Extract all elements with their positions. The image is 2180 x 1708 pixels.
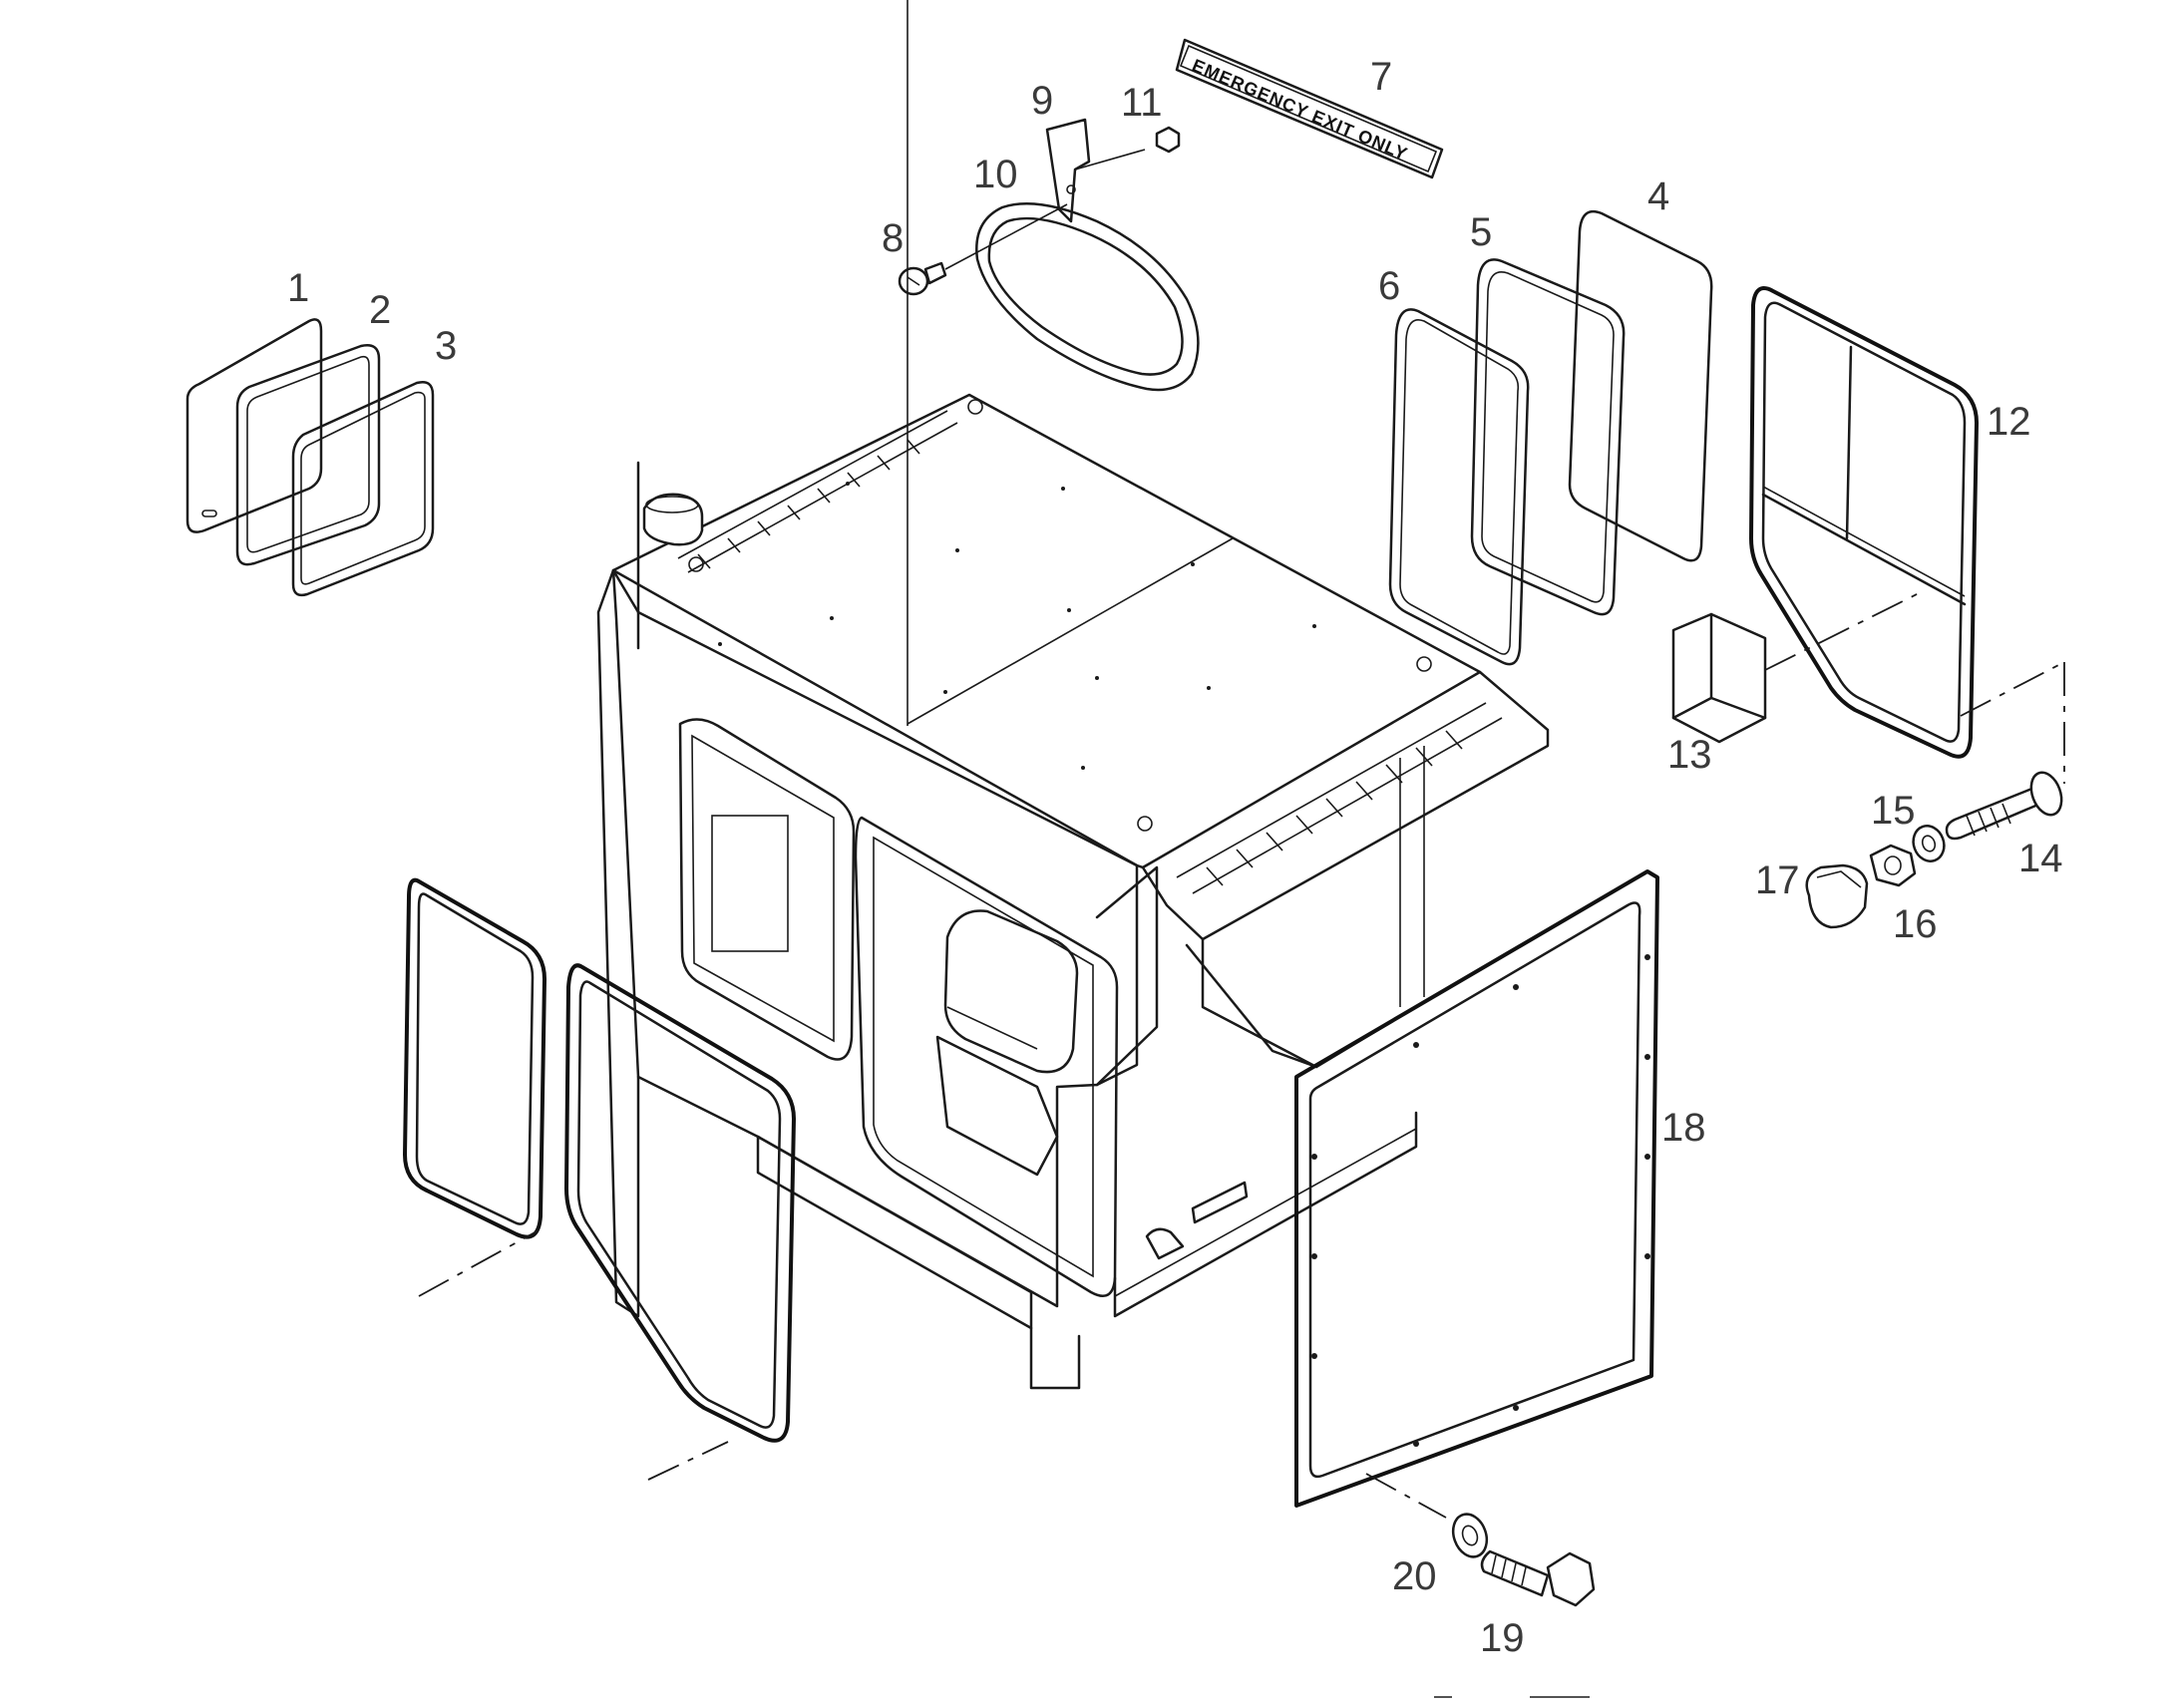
callout-13: 13 [1667, 733, 1712, 777]
callout-2: 2 [369, 288, 391, 332]
side-window-glass [1568, 209, 1713, 562]
small-window-seal-outer [235, 344, 381, 566]
beacon-light [636, 461, 704, 650]
callout-1: 1 [287, 266, 309, 310]
bottom-washer [1451, 1513, 1489, 1558]
left-window-frame [403, 877, 546, 1239]
callout-18: 18 [1661, 1106, 1706, 1150]
door-window-frame [1749, 286, 1979, 759]
handle-bolt [898, 203, 1068, 296]
callout-20: 20 [1392, 1554, 1437, 1598]
small-window-glass [185, 318, 323, 533]
callout-6: 6 [1378, 264, 1400, 308]
left-door-axis [647, 1441, 729, 1481]
callout-10: 10 [973, 153, 1018, 196]
callout-9: 9 [1031, 79, 1053, 123]
small-window-seal-inner [291, 381, 435, 597]
acorn-nut [1805, 863, 1869, 929]
callout-8: 8 [882, 216, 904, 260]
callout-17: 17 [1755, 858, 1800, 902]
callout-12: 12 [1987, 400, 2031, 444]
side-window-seal-outer [1470, 258, 1626, 616]
callout-7: 7 [1370, 55, 1392, 99]
callout-4: 4 [1647, 174, 1669, 218]
callout-3: 3 [435, 324, 457, 368]
callout-16: 16 [1893, 902, 1938, 946]
hinge-washer [1912, 825, 1946, 862]
hinge-nut [1869, 844, 1917, 887]
bottom-bolt [1480, 1549, 1596, 1607]
callout-15: 15 [1871, 789, 1916, 833]
cab-body [596, 0, 1550, 1390]
left-frame-axis [418, 1229, 540, 1297]
rear-panel-axis [1365, 1473, 1447, 1519]
callout-5: 5 [1470, 210, 1492, 254]
roof-vent-grill [1176, 702, 1503, 894]
operator-seat [935, 909, 1079, 1177]
bracket [1671, 589, 1926, 744]
callout-19: 19 [1480, 1616, 1525, 1660]
callout-14: 14 [2018, 837, 2063, 880]
rear-panel-frame [1294, 869, 1659, 1508]
handle-nut [1155, 126, 1181, 154]
emergency-exit-decal: EMERGENCY EXIT ONLY [1175, 38, 1444, 179]
callout-11: 11 [1121, 81, 1163, 125]
left-door-window-frame [564, 963, 796, 1443]
hinge-pin [1945, 771, 2063, 841]
hinge-axis-line [1960, 661, 2065, 717]
side-window-seal-inner [1388, 308, 1530, 666]
